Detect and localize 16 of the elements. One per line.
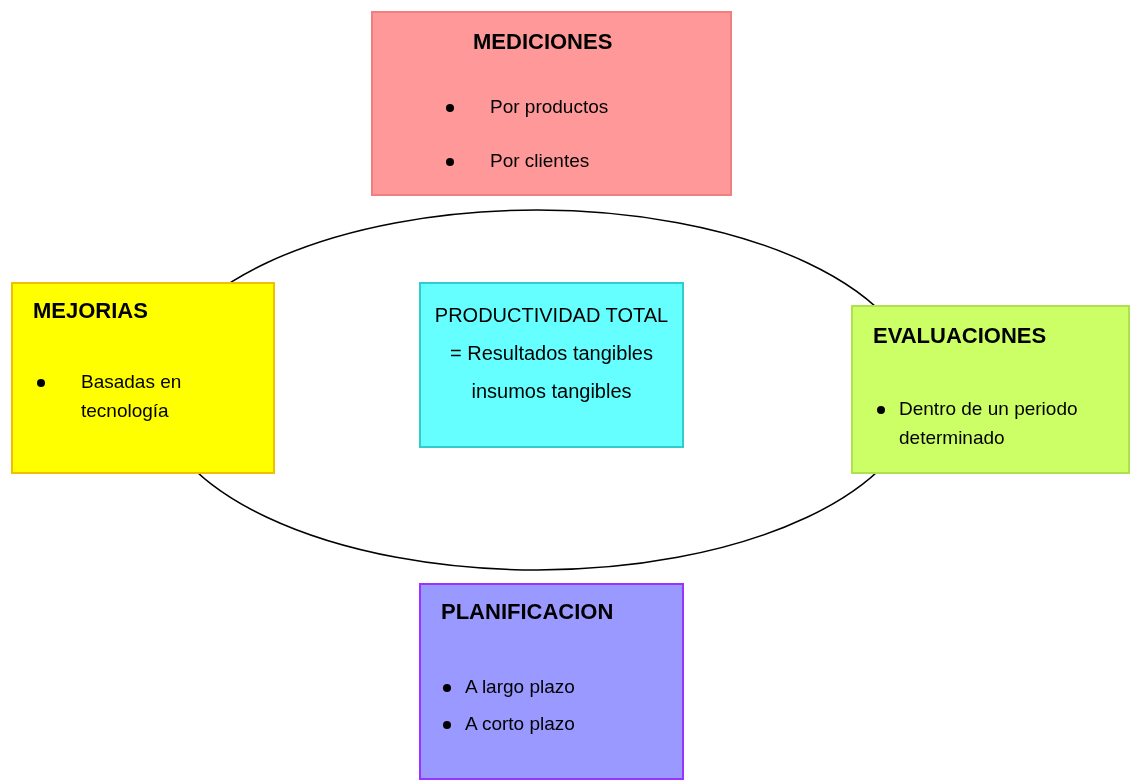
bullet-text: Por clientes [490, 149, 590, 171]
formula-text: PRODUCTIVIDAD TOTAL = Resultados tangibles insumos tangibles [433, 303, 670, 404]
bullet-text: A corto plazo [465, 712, 575, 734]
box-heading: MEJORIAS [33, 298, 148, 324]
bullet-text: Dentro de un periodo determinado [899, 398, 1078, 448]
category-box [419, 583, 684, 780]
category-box [851, 305, 1130, 474]
category-box [371, 11, 732, 196]
category-box [11, 282, 275, 474]
bullet-text: Basadas en tecnología [81, 371, 182, 421]
box-heading: MEDICIONES [473, 29, 613, 55]
bullet-text: A largo plazo [465, 676, 575, 697]
category-box [419, 282, 684, 448]
box-heading: PLANIFICACION [441, 599, 614, 625]
bullet-text: Por productos [490, 96, 609, 117]
box-heading: EVALUACIONES [873, 323, 1047, 349]
